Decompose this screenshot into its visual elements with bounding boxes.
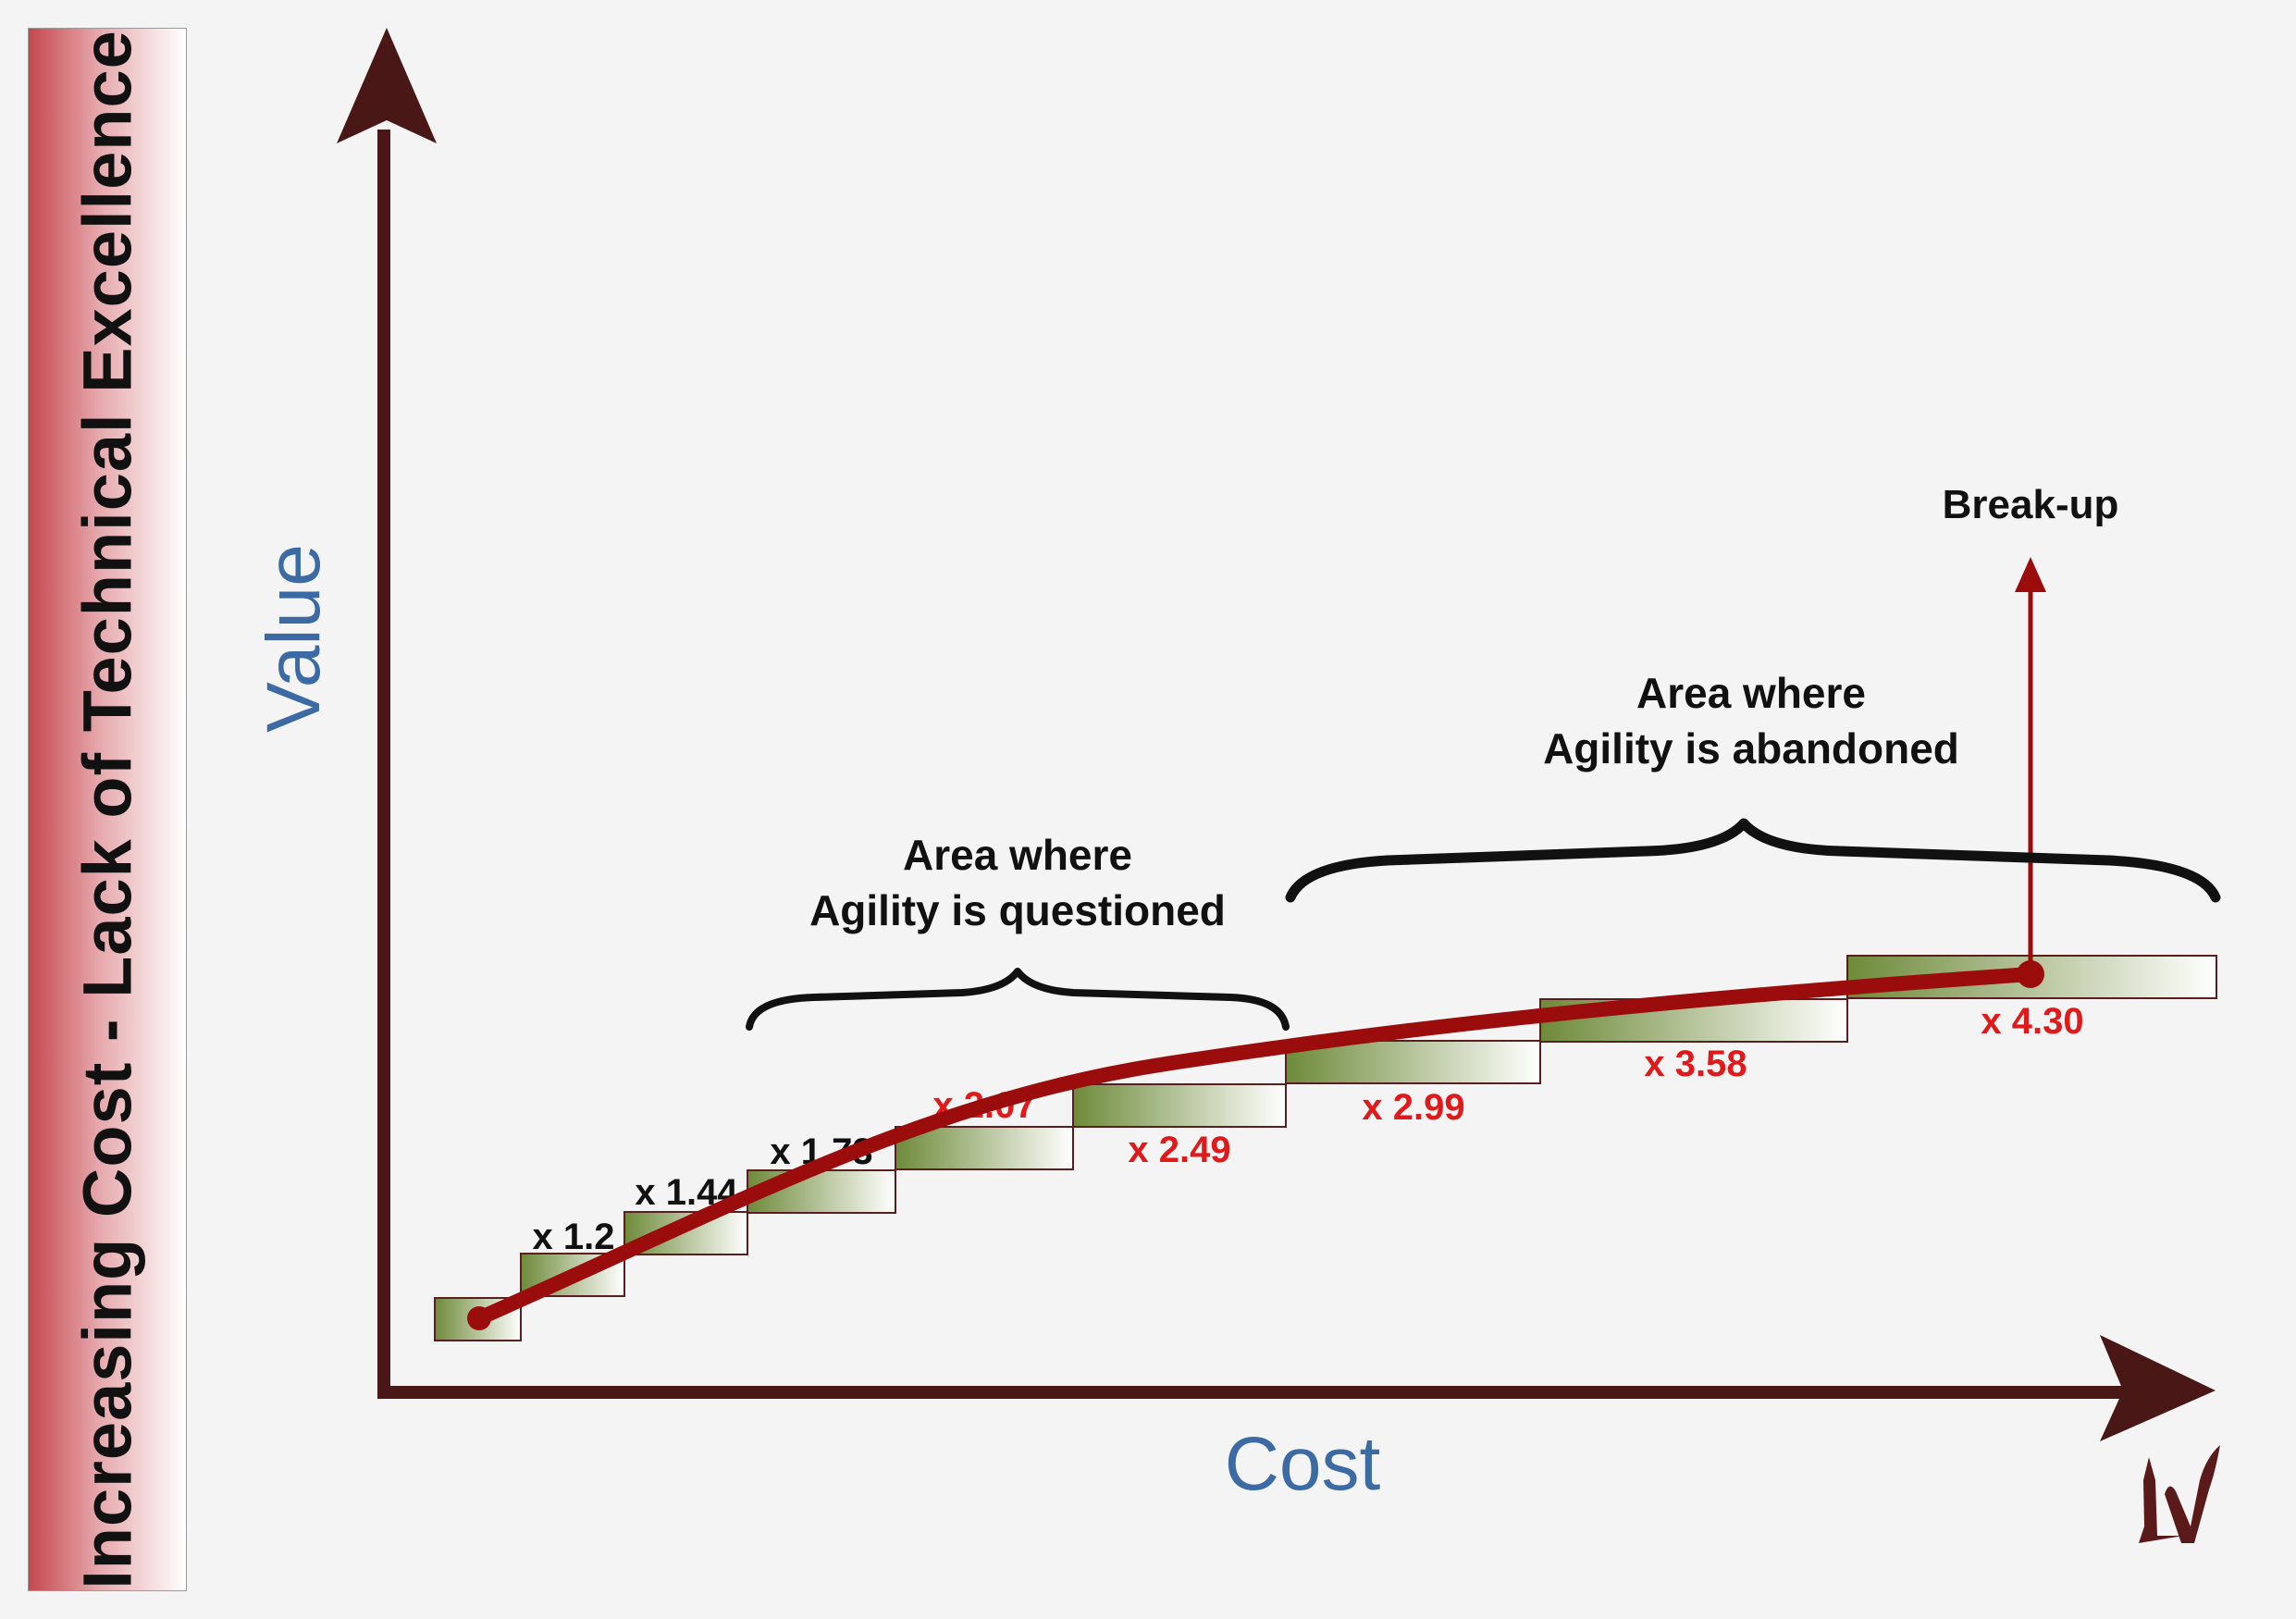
abandoned-line2: Agility is abandoned — [1543, 724, 1959, 772]
questioned-annotation: Area where Agility is questioned — [809, 831, 1226, 934]
step-box — [895, 1126, 1074, 1170]
logo-mark — [2139, 1445, 2220, 1543]
questioned-line1: Area where — [903, 831, 1132, 879]
step-label: x 1.2 — [533, 1217, 615, 1257]
step-label: x 3.58 — [1644, 1044, 1747, 1084]
step-label: x 2.49 — [1128, 1130, 1230, 1170]
growth-curve — [472, 967, 2038, 1326]
y-axis-label: Value — [252, 544, 336, 733]
step-box — [1072, 1083, 1287, 1128]
y-axis-arrowhead — [337, 28, 437, 143]
x-axis-arrowhead — [2100, 1335, 2216, 1441]
abandoned-brace — [1285, 818, 2221, 903]
questioned-brace — [746, 968, 1290, 1031]
abandoned-line1: Area where — [1636, 669, 1866, 717]
x-axis-label: Cost — [1225, 1422, 1381, 1506]
breakup-arrowhead — [2015, 557, 2046, 592]
curve-start-dot — [467, 1306, 491, 1330]
abandoned-annotation: Area where Agility is abandoned — [1543, 669, 1959, 772]
breakup-label: Break-up — [1943, 482, 2119, 527]
step-labels: x 1.2 x 1.44 x 1.73 x 2.07 x 2.49 x 2.99… — [533, 1001, 2084, 1257]
side-banner: Increasing Cost - Lack of Technical Exce… — [28, 28, 187, 1591]
questioned-line2: Agility is questioned — [809, 886, 1226, 934]
step-label: x 4.30 — [1981, 1001, 2083, 1042]
step-label: x 2.99 — [1362, 1087, 1464, 1128]
step-boxes — [434, 955, 2217, 1341]
axes — [337, 28, 2216, 1441]
